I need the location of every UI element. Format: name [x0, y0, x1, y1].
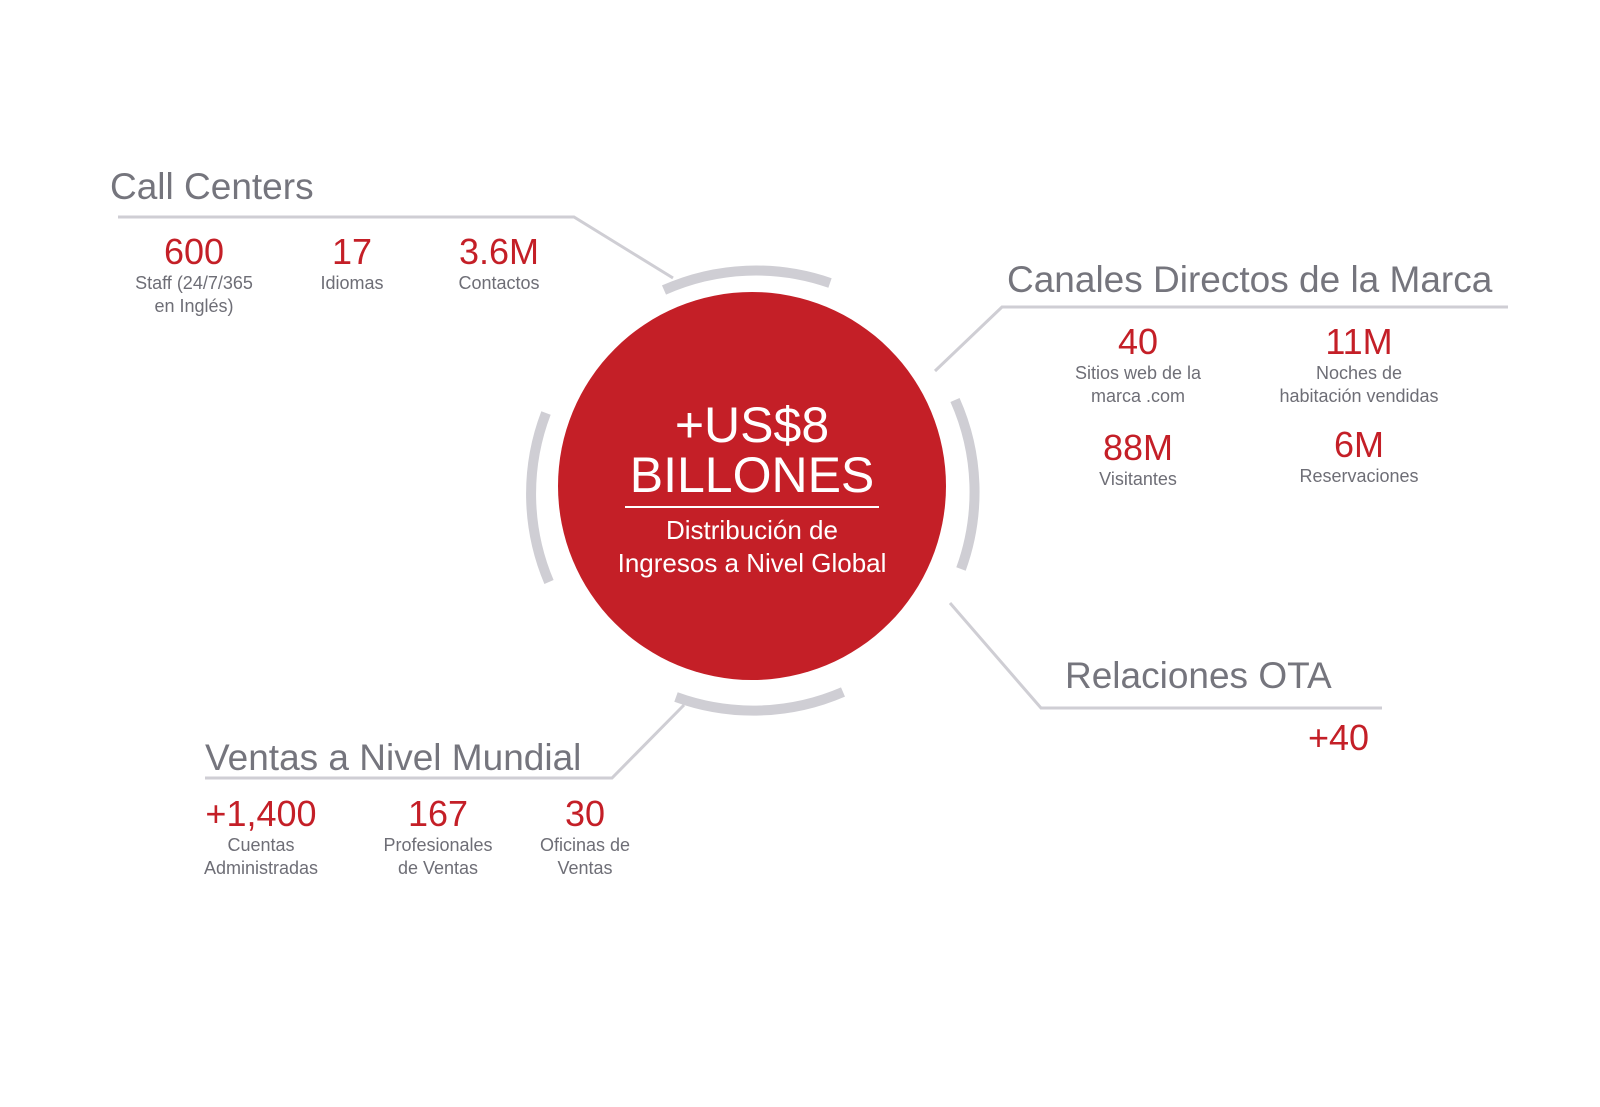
stat-label: habitación vendidas	[1279, 386, 1439, 406]
call-centers-connector	[118, 215, 674, 280]
center-desc-2: Ingresos a Nivel Global	[617, 548, 887, 578]
center-divider	[625, 506, 879, 508]
stat-value: 30	[564, 793, 606, 834]
arc-left	[526, 411, 554, 584]
center-circle	[558, 292, 946, 680]
stat-label: Cuentas	[227, 835, 295, 855]
stat-label: Ventas	[557, 858, 613, 878]
call-centers-title: Call Centers	[110, 166, 314, 207]
stat-label: Sitios web de la	[1074, 363, 1202, 383]
center-desc-1: Distribución de	[666, 515, 838, 545]
stat-label: Contactos	[458, 273, 540, 293]
arc-top	[661, 265, 832, 295]
stat-value: 167	[407, 793, 469, 834]
ventas-stat: 30 Oficinas de Ventas	[540, 794, 630, 880]
stat-label: Idiomas	[320, 273, 384, 293]
stat-value: 88M	[1102, 427, 1174, 468]
stat-value: 3.6M	[458, 231, 540, 272]
canales-title: Canales Directos de la Marca	[1007, 259, 1493, 300]
stat-value: 17	[331, 231, 373, 272]
arc-right	[950, 397, 980, 571]
call-centers-stat: 3.6M Contactos	[458, 232, 539, 295]
center-unit: BILLONES	[629, 447, 875, 503]
stat-label: Staff (24/7/365	[135, 273, 253, 293]
ventas-stat: 167 Profesionales de Ventas	[383, 794, 492, 880]
arc-bottom	[674, 687, 845, 716]
stat-value: 11M	[1325, 321, 1393, 362]
canales-stat: 11M Noches de habitación vendidas	[1279, 322, 1438, 408]
canales-stat: 40 Sitios web de la marca .com	[1075, 322, 1201, 408]
ota-connector	[948, 602, 1382, 710]
stat-label: Noches de	[1315, 363, 1403, 383]
stat-value: 600	[163, 231, 225, 272]
stat-label: de Ventas	[397, 858, 479, 878]
stat-label: Reservaciones	[1299, 466, 1419, 486]
call-centers-stat: 600 Staff (24/7/365 en Inglés)	[135, 232, 253, 318]
canales-stat: 88M Visitantes	[1099, 428, 1177, 491]
stat-label: Oficinas de	[539, 835, 631, 855]
ventas-stat: +1,400 Cuentas Administradas	[204, 794, 318, 880]
stat-label: Administradas	[203, 858, 319, 878]
stat-label: en Inglés)	[154, 296, 234, 316]
canales-connector	[933, 305, 1508, 373]
ota-value: +40	[1308, 717, 1370, 758]
stat-label: Profesionales	[383, 835, 493, 855]
stat-value: +1,400	[205, 793, 317, 834]
stat-value: 6M	[1333, 424, 1384, 465]
ventas-title: Ventas a Nivel Mundial	[205, 737, 582, 778]
center-summary: +US$8 BILLONES Distribución de Ingresos …	[552, 400, 952, 580]
stat-label: Visitantes	[1099, 469, 1177, 489]
canales-stat: 6M Reservaciones	[1299, 425, 1418, 488]
call-centers-stat: 17 Idiomas	[320, 232, 383, 295]
stat-value: 40	[1117, 321, 1159, 362]
ventas-connector	[205, 703, 686, 780]
stat-label: marca .com	[1090, 386, 1186, 406]
ota-title: Relaciones OTA	[1065, 655, 1332, 696]
center-amount: +US$8	[674, 397, 830, 453]
